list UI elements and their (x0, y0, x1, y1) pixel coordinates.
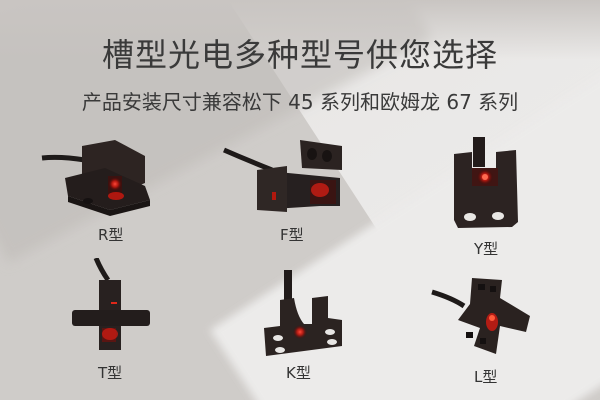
product-label: F型 (280, 226, 304, 244)
product-y-type: Y型 (440, 132, 540, 262)
product-k-type: K型 (252, 258, 362, 388)
product-label: Y型 (474, 240, 499, 258)
slot-sensor-l-type-icon (431, 278, 530, 354)
slot-sensor-y-type-icon (454, 137, 518, 228)
slot-sensor-r-type-icon (41, 140, 150, 216)
product-t-type: T型 (68, 258, 178, 388)
product-l-type: L型 (430, 276, 550, 391)
slot-sensor-k-type-icon (264, 270, 342, 356)
product-label: L型 (474, 368, 498, 386)
slot-sensor-f-type-icon (223, 140, 342, 212)
product-r-type: R型 (40, 138, 180, 248)
product-label: R型 (98, 226, 124, 244)
page-title: 槽型光电多种型号供您选择 (101, 36, 498, 74)
page-subtitle: 产品安装尺寸兼容松下 45 系列和欧姆龙 67 系列 (81, 90, 519, 114)
product-label: K型 (286, 364, 311, 382)
product-label: T型 (98, 364, 123, 382)
slot-sensor-t-type-icon (72, 258, 150, 350)
product-f-type: F型 (222, 138, 362, 248)
